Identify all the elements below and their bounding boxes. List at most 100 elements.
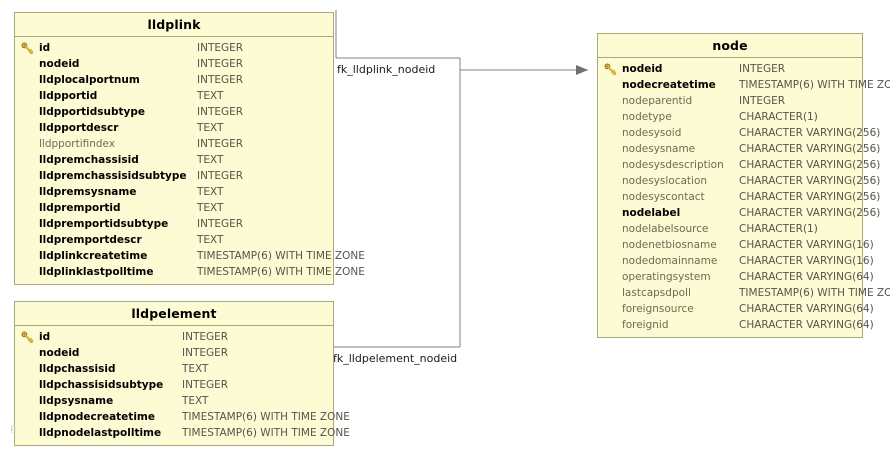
column-row: lldplocalportnum INTEGER xyxy=(15,72,333,88)
column-icon-placeholder xyxy=(598,317,622,333)
column-icon-placeholder xyxy=(15,425,39,441)
column-type: INTEGER xyxy=(197,74,244,86)
column-icon-placeholder xyxy=(15,88,39,104)
entity-title-lldplink: lldplink xyxy=(15,13,333,37)
column-icon-placeholder xyxy=(15,152,39,168)
column-name: lldpnodecreatetime xyxy=(39,411,155,423)
column-type: CHARACTER VARYING(256) xyxy=(739,191,881,203)
column-name: lldpremchassisidsubtype xyxy=(39,170,187,182)
column-type: TEXT xyxy=(197,202,224,214)
column-type: CHARACTER VARYING(64) xyxy=(739,271,874,283)
column-name: lldpportid xyxy=(39,90,98,102)
column-icon-placeholder xyxy=(598,189,622,205)
column-name: foreignsource xyxy=(622,303,694,315)
column-name: id xyxy=(39,42,51,54)
column-icon-placeholder xyxy=(15,393,39,409)
primary-key-icon xyxy=(21,42,34,54)
column-icon-placeholder xyxy=(15,200,39,216)
column-name: lldpsysname xyxy=(39,395,114,407)
column-icon-placeholder xyxy=(598,285,622,301)
column-icon-placeholder xyxy=(15,232,39,248)
column-type: TIMESTAMP(6) WITH TIME ZONE xyxy=(739,287,890,299)
column-row: lldpremportdescr TEXT xyxy=(15,232,333,248)
column-type: INTEGER xyxy=(197,42,244,54)
column-type: CHARACTER VARYING(256) xyxy=(739,143,881,155)
primary-key-icon xyxy=(15,40,39,56)
column-icon-placeholder xyxy=(15,264,39,280)
column-type: CHARACTER VARYING(256) xyxy=(739,159,881,171)
column-icon-placeholder xyxy=(598,93,622,109)
column-name: lldplocalportnum xyxy=(39,74,140,86)
column-icon-placeholder xyxy=(598,253,622,269)
column-type: CHARACTER VARYING(256) xyxy=(739,207,881,219)
column-name: lldpremportdescr xyxy=(39,234,142,246)
column-icon-placeholder xyxy=(598,77,622,93)
column-icon-placeholder xyxy=(598,173,622,189)
column-name: operatingsystem xyxy=(622,271,711,283)
column-type: TEXT xyxy=(197,234,224,246)
column-row: nodecreatetime TIMESTAMP(6) WITH TIME ZON… xyxy=(598,77,890,93)
column-type: TEXT xyxy=(197,186,224,198)
column-type: INTEGER xyxy=(197,170,244,182)
column-icon-placeholder xyxy=(15,136,39,152)
column-name: nodeid xyxy=(39,58,80,70)
column-name: lldpremportidsubtype xyxy=(39,218,169,230)
column-type: CHARACTER(1) xyxy=(739,111,818,123)
column-name: lldplinkcreatetime xyxy=(39,250,148,262)
column-name: nodedomainname xyxy=(622,255,718,267)
column-icon-placeholder xyxy=(15,104,39,120)
column-icon-placeholder xyxy=(15,377,39,393)
column-icon-placeholder xyxy=(598,237,622,253)
column-name: lastcapsdpoll xyxy=(622,287,691,299)
column-icon-placeholder xyxy=(598,141,622,157)
column-name: lldpremsysname xyxy=(39,186,137,198)
column-icon-placeholder xyxy=(15,216,39,232)
column-type: TIMESTAMP(6) WITH TIME ZONE xyxy=(197,266,365,278)
column-name: nodesyslocation xyxy=(622,175,708,187)
column-type: TIMESTAMP(6) WITH TIME ZONE xyxy=(739,79,890,91)
column-type: TIMESTAMP(6) WITH TIME ZONE xyxy=(182,427,350,439)
column-icon-placeholder xyxy=(15,56,39,72)
column-icon-placeholder xyxy=(15,120,39,136)
column-row: lldpremsysname TEXT xyxy=(15,184,333,200)
entity-title-lldpelement: lldpelement xyxy=(15,302,333,326)
column-icon-placeholder xyxy=(598,125,622,141)
column-name: nodecreatetime xyxy=(622,79,716,91)
column-icon-placeholder xyxy=(598,269,622,285)
column-name: nodenetbiosname xyxy=(622,239,717,251)
column-name: nodeid xyxy=(39,347,80,359)
column-type: INTEGER xyxy=(739,63,786,75)
column-type: CHARACTER VARYING(16) xyxy=(739,239,874,251)
column-name: nodelabelsource xyxy=(622,223,709,235)
column-name: lldpchassisid xyxy=(39,363,116,375)
column-name: lldpchassisidsubtype xyxy=(39,379,164,391)
column-row: nodenetbiosname CHARACTER VARYING(16) xyxy=(598,237,874,253)
column-row: id INTEGER xyxy=(15,40,333,56)
column-icon-placeholder xyxy=(598,301,622,317)
